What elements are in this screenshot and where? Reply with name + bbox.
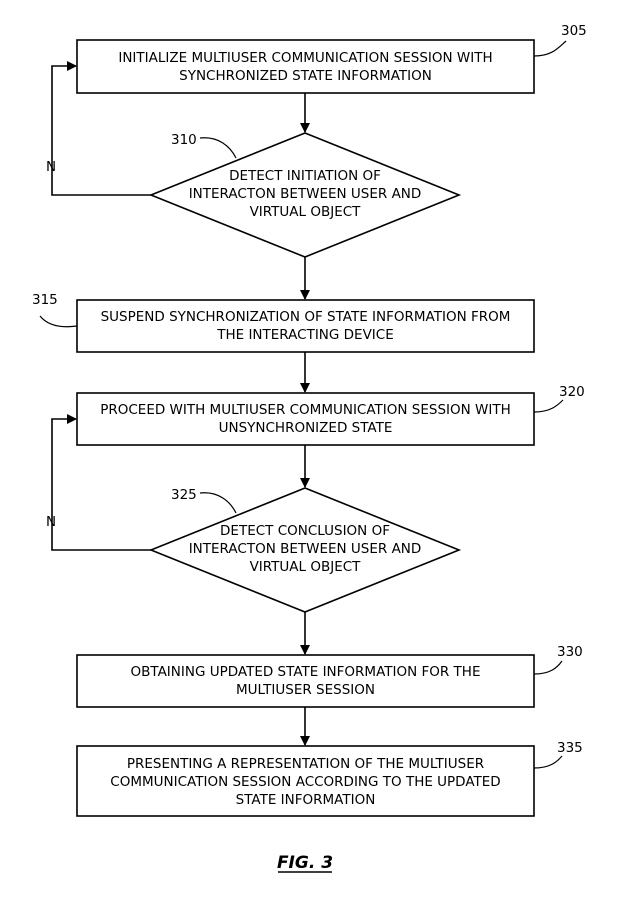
decision-310-line-3: VIRTUAL OBJECT: [250, 204, 362, 220]
leader-330: [533, 660, 563, 675]
step-305-box: INITIALIZE MULTIUSER COMMUNICATION SESSI…: [76, 39, 535, 94]
step-335-box: PRESENTING A REPRESENTATION OF THE MULTI…: [76, 745, 535, 817]
leader-305: [533, 40, 567, 57]
step-315-line-2: THE INTERACTING DEVICE: [216, 327, 394, 343]
step-320-line-2: UNSYNCHRONIZED STATE: [219, 420, 393, 436]
leader-310: [199, 137, 237, 159]
step-330-line-2: MULTIUSER SESSION: [236, 682, 375, 698]
step-335-line-2: COMMUNICATION SESSION ACCORDING TO THE U…: [110, 774, 500, 790]
loop-325-no-branch: [51, 414, 151, 551]
ref-335: 335: [557, 740, 583, 756]
decision-325-line-2: INTERACTON BETWEEN USER AND: [189, 541, 422, 557]
figure-label: FIG. 3: [277, 853, 333, 873]
decision-310: DETECT INITIATION OF INTERACTON BETWEEN …: [148, 132, 462, 258]
leader-315: [39, 315, 78, 328]
decision-310-line-1: DETECT INITIATION OF: [229, 168, 381, 184]
leader-335: [533, 755, 563, 769]
leader-325: [199, 492, 237, 514]
step-320-box: PROCEED WITH MULTIUSER COMMUNICATION SES…: [76, 392, 535, 446]
step-335-line-1: PRESENTING A REPRESENTATION OF THE MULTI…: [127, 756, 484, 772]
step-330-box: OBTAINING UPDATED STATE INFORMATION FOR …: [76, 654, 535, 708]
ref-310: 310: [171, 132, 197, 148]
decision-310-line-2: INTERACTON BETWEEN USER AND: [189, 186, 422, 202]
step-320-line-1: PROCEED WITH MULTIUSER COMMUNICATION SES…: [100, 402, 511, 418]
ref-330: 330: [557, 644, 583, 660]
decision-325-line-1: DETECT CONCLUSION OF: [220, 523, 390, 539]
ref-315: 315: [32, 292, 58, 308]
step-305-line-2: SYNCHRONIZED STATE INFORMATION: [179, 68, 432, 84]
decision-325: DETECT CONCLUSION OF INTERACTON BETWEEN …: [148, 487, 462, 613]
step-315-line-1: SUSPEND SYNCHRONIZATION OF STATE INFORMA…: [101, 309, 511, 325]
step-330-line-1: OBTAINING UPDATED STATE INFORMATION FOR …: [130, 664, 480, 680]
ref-325: 325: [171, 487, 197, 503]
loop-310-no-branch: [51, 61, 151, 196]
step-335-line-3: STATE INFORMATION: [236, 792, 376, 808]
ref-320: 320: [559, 384, 585, 400]
decision-325-line-3: VIRTUAL OBJECT: [250, 559, 362, 575]
step-315-box: SUSPEND SYNCHRONIZATION OF STATE INFORMA…: [76, 299, 535, 353]
leader-320: [533, 399, 564, 413]
loop-325-label: N: [46, 514, 56, 530]
ref-305: 305: [561, 23, 587, 39]
loop-310-label: N: [46, 159, 56, 175]
step-305-line-1: INITIALIZE MULTIUSER COMMUNICATION SESSI…: [118, 50, 492, 66]
